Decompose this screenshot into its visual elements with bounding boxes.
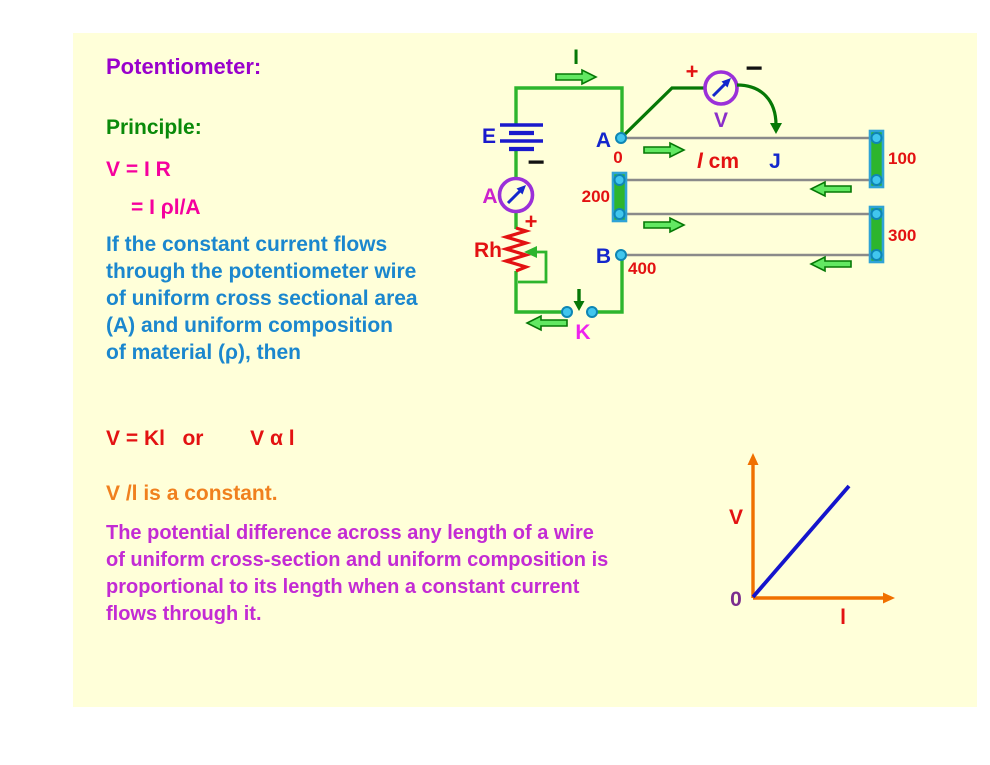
rheostat-icon [500,226,532,273]
rheostat-label: Rh [474,239,502,262]
terminal-b-dot [615,249,627,261]
scale-100-label: 100 [888,149,916,168]
voltmeter-minus-sign: − [745,52,763,85]
conclusion-paragraph: The potential difference across any leng… [106,522,609,625]
scale-0-label: 0 [613,148,622,167]
formula-v-ir: V = I R [106,158,171,181]
v-l-graph: V l 0 [729,453,895,629]
right-connector-bar-2 [868,205,885,264]
right-connector-bar-1 [868,129,885,189]
terminal-b-label: B [596,245,611,268]
voltmeter-lead-left [619,86,705,140]
page-title: Potentiometer: [106,54,262,79]
slide-background [73,33,977,707]
wire3-current-arrow-icon [643,216,686,234]
scale-300-label: 300 [888,226,916,245]
wire4-current-arrow-icon [809,255,852,273]
scale-400-label: 400 [628,259,656,278]
wire2-current-arrow-icon [809,180,852,198]
terminal-a-label: A [596,129,611,152]
jockey-label: J [769,150,781,173]
scale-200-label: 200 [582,187,610,206]
voltmeter-label: V [714,109,728,132]
wire-bottom-right [592,257,624,314]
ammeter-label: A [482,185,497,208]
terminal-a-dot [615,132,627,144]
potentiometer-wire [611,129,885,264]
key-current-arrow-icon [525,314,568,332]
graph-origin-label: 0 [730,588,742,611]
battery-icon [500,123,543,152]
current-label: I [573,46,579,69]
jockey-lead-curve [736,83,778,126]
relation-line: V = Kl or V α l [106,427,295,450]
formula-rho: = I ρl/A [131,196,201,219]
constant-line: V /l is a constant. [106,482,278,505]
circuit-diagram: I E − A + Rh [474,46,916,344]
current-arrow-icon [555,68,598,86]
voltmeter-plus-sign: + [686,59,699,84]
y-axis-arrowhead-icon [747,453,759,465]
battery-minus-sign: − [527,146,545,179]
principle-heading: Principle: [106,116,202,139]
wire1-current-arrow-icon [643,141,686,159]
key-icon [561,289,598,318]
battery-label: E [482,125,496,148]
length-label: l cm [697,150,739,173]
wire-top [514,86,624,137]
x-axis-arrowhead-icon [883,592,895,604]
voltmeter-icon [703,70,739,106]
jockey-arrowhead-icon [770,123,782,134]
wire-bottom-left [514,271,566,314]
rheostat-wiper [518,246,548,284]
ammeter-plus-sign: + [525,209,538,234]
condition-paragraph: If the constant current flows through th… [106,233,418,364]
graph-line [751,484,851,599]
graph-x-label: l [840,606,846,629]
key-label: K [575,321,590,344]
graph-y-label: V [729,506,743,529]
ammeter-icon [497,176,535,214]
